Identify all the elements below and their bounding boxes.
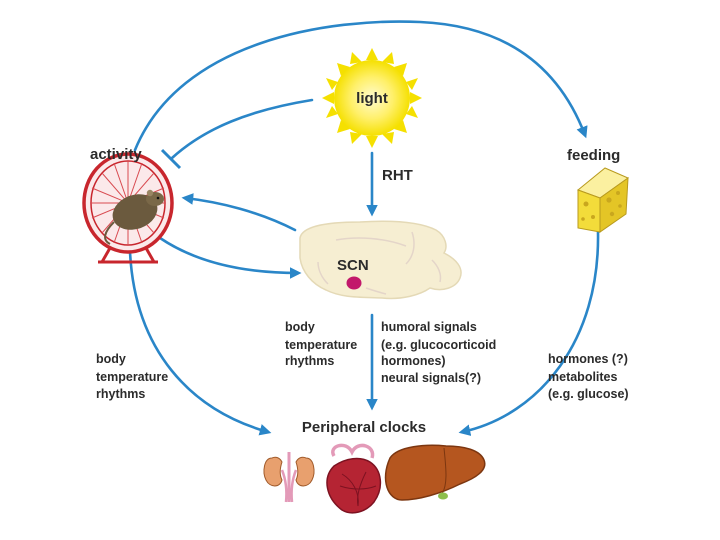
kidneys-icon: [263, 452, 315, 503]
svg-text:rhythms: rhythms: [285, 354, 334, 368]
svg-text:hormones (?): hormones (?): [548, 352, 628, 366]
svg-text:body: body: [285, 320, 315, 334]
arrow-activity-to-scn: [158, 236, 302, 279]
svg-text:neural signals(?): neural signals(?): [381, 371, 481, 385]
arrow-feeding-to-peripheral: [458, 230, 600, 436]
liver-icon: [384, 444, 486, 501]
scn-dot: [346, 276, 362, 290]
feeding-label: feeding: [567, 147, 620, 164]
svg-text:rhythms: rhythms: [96, 387, 145, 401]
arrow-activity-to-feeding: [133, 20, 588, 152]
svg-text:(e.g. glucocorticoid: (e.g. glucocorticoid: [381, 338, 496, 352]
inhibition-bar: [160, 148, 182, 170]
mouse-icon: [104, 189, 164, 245]
hormones-label: hormones (?) metabolites (e.g. glucose): [548, 352, 629, 401]
rht-label: RHT: [382, 167, 413, 184]
svg-text:hormones): hormones): [381, 354, 446, 368]
svg-text:temperature: temperature: [285, 338, 357, 352]
left-body-temp-label: body temperature rhythms: [96, 352, 168, 401]
cheese-icon: [577, 167, 630, 233]
svg-text:temperature: temperature: [96, 370, 168, 384]
svg-text:metabolites: metabolites: [548, 370, 618, 384]
svg-text:humoral signals: humoral signals: [381, 320, 477, 334]
svg-text:body: body: [96, 352, 126, 366]
arrow-scn-to-activity: [181, 193, 297, 232]
center-body-temp-label: body temperature rhythms: [285, 320, 357, 368]
arrow-light-inhibits-activity: [170, 98, 314, 160]
humoral-signals-label: humoral signals (e.g. glucocorticoid hor…: [381, 320, 496, 385]
arrows: [128, 20, 600, 436]
arrow-activity-to-peripheral: [128, 250, 272, 436]
sun-icon: [322, 48, 422, 148]
activity-label: activity: [90, 146, 142, 163]
heart-icon: [326, 443, 382, 514]
light-label: light: [356, 90, 388, 107]
peripheral-clocks-label: Peripheral clocks: [302, 419, 426, 436]
running-wheel-icon: [82, 152, 174, 264]
svg-text:(e.g. glucose): (e.g. glucose): [548, 387, 629, 401]
labels: light activity feeding RHT SCN Periphera…: [90, 90, 629, 436]
scn-label: SCN: [337, 257, 369, 274]
brain-icon: [299, 220, 462, 300]
